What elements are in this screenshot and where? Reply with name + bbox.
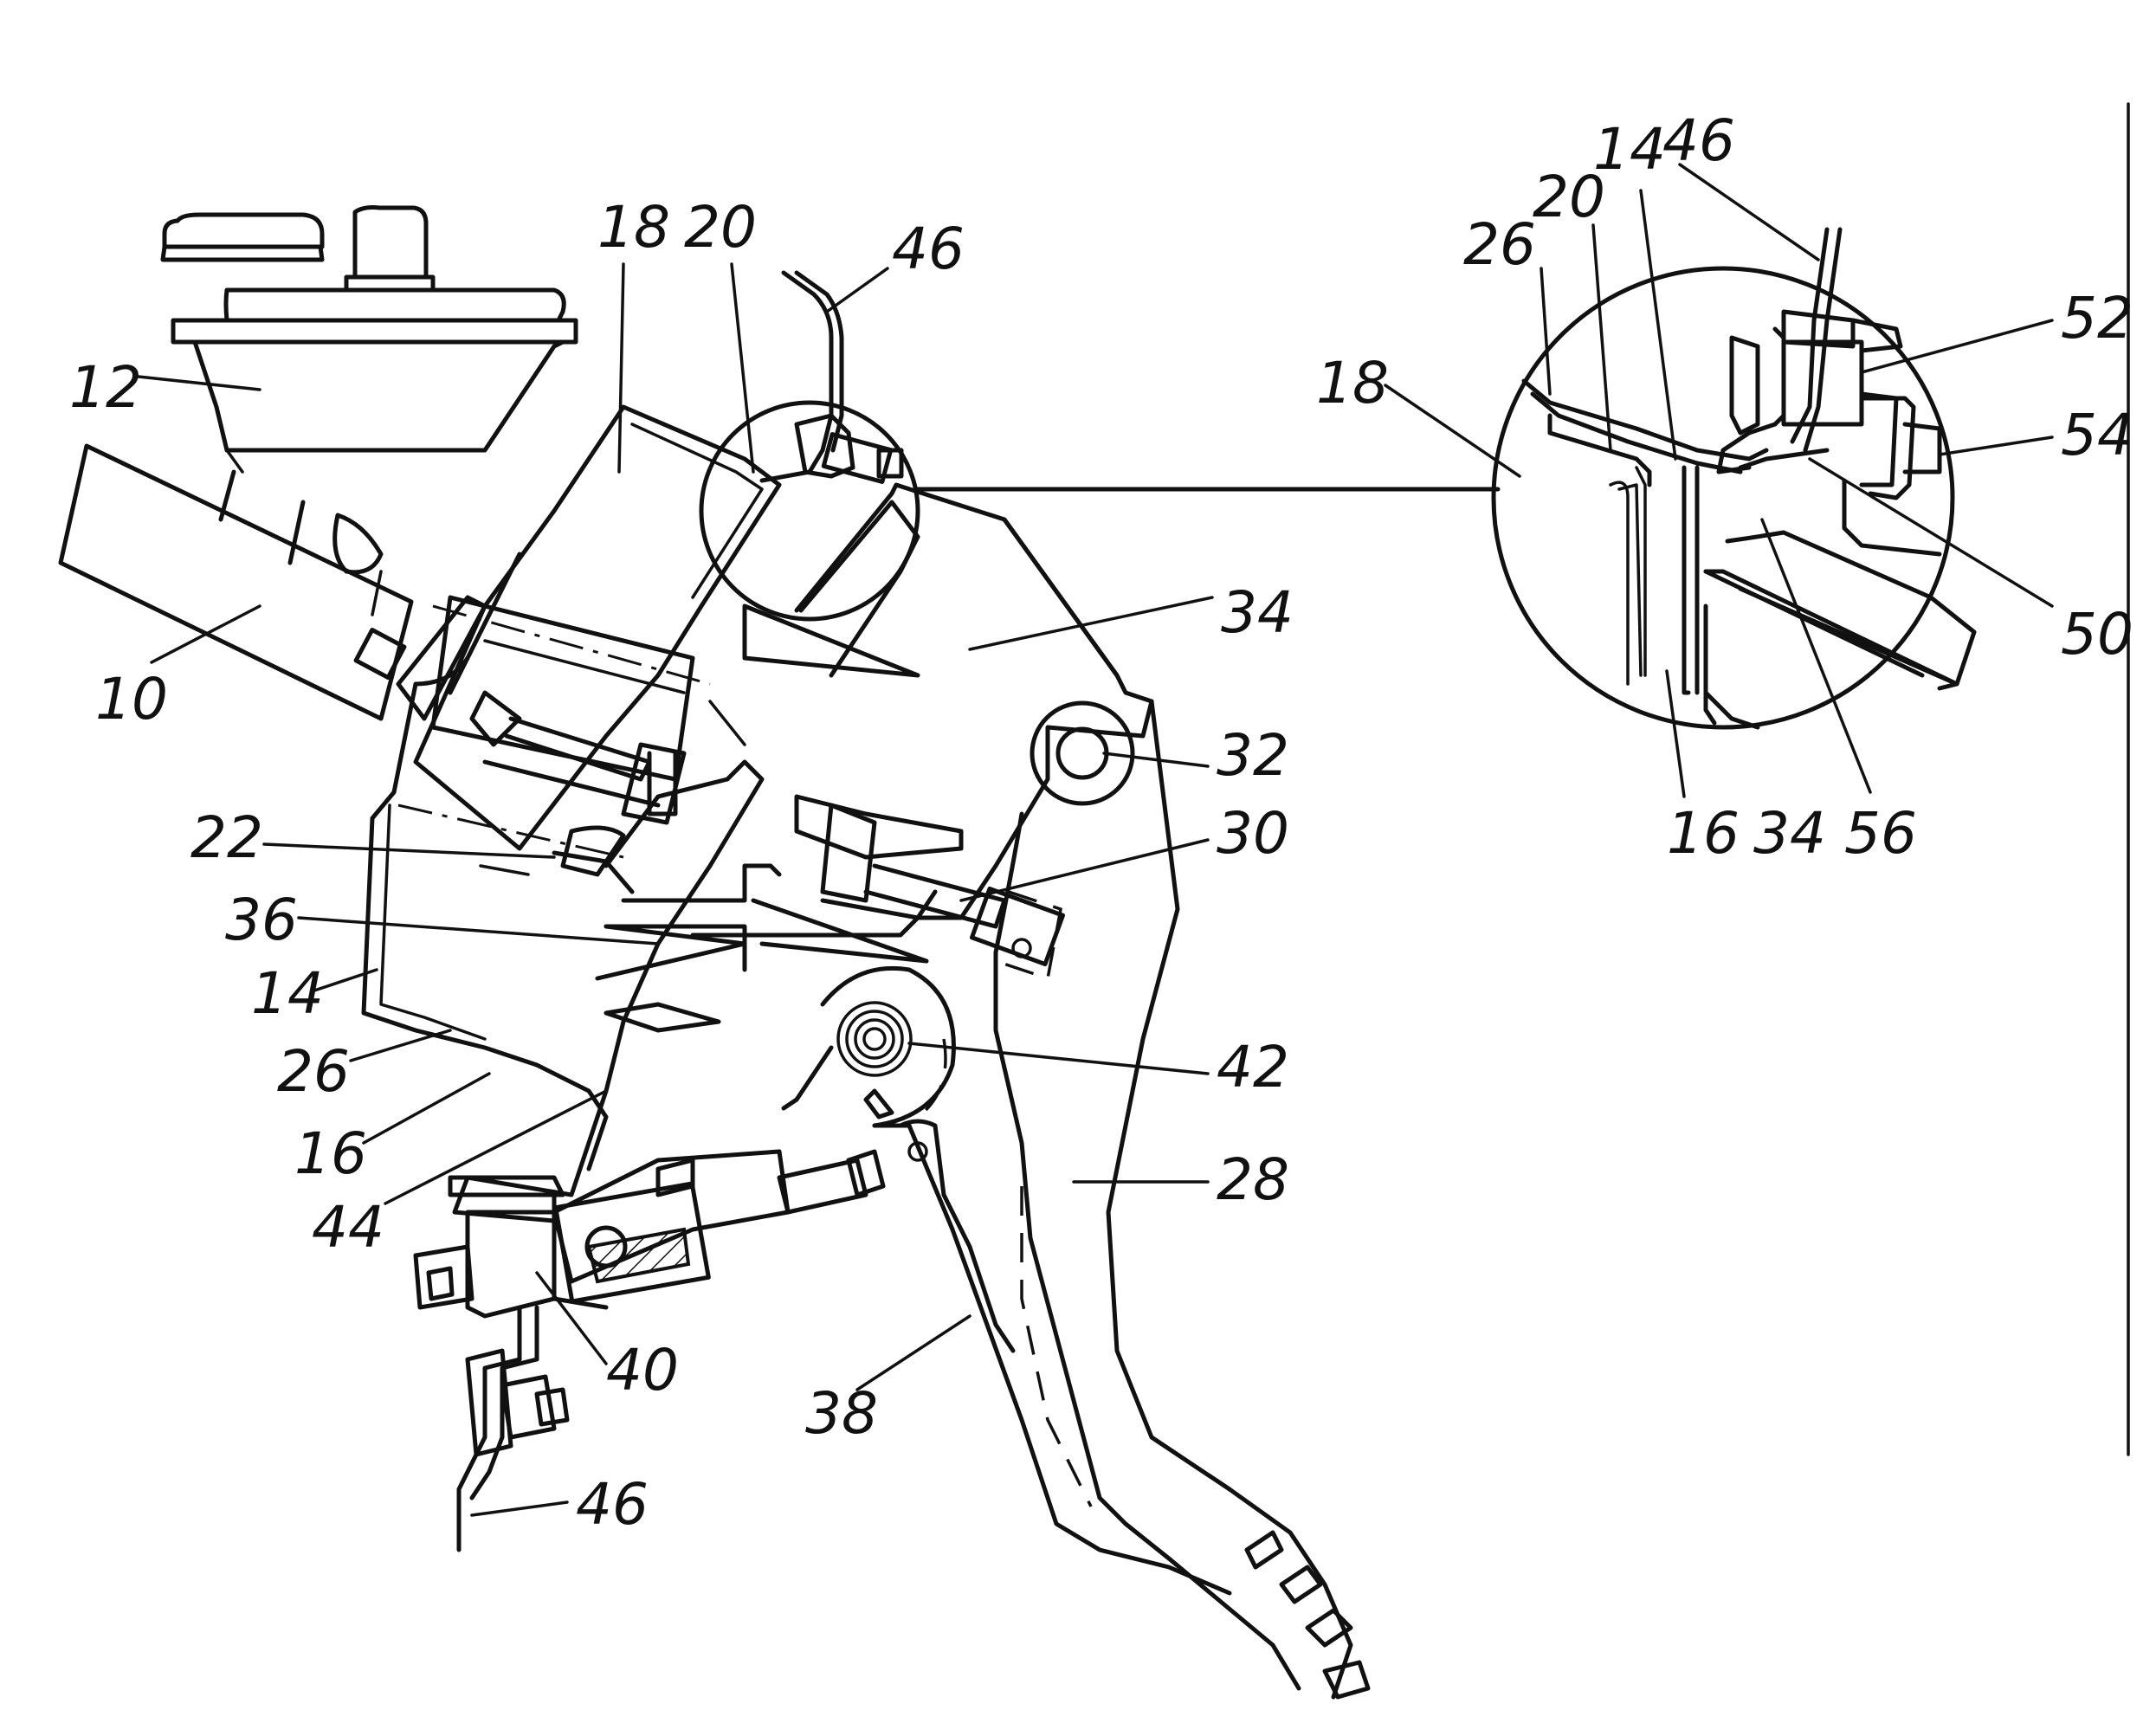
pivot-bushing: [1030, 700, 1135, 806]
numeral-12: 12: [69, 354, 142, 421]
numeral-32: 32: [1217, 722, 1289, 789]
numeral-10: 10: [95, 666, 168, 732]
detail-numeral-54: 54: [2061, 402, 2133, 468]
numeral-34: 34: [1221, 579, 1294, 646]
numeral-44: 44: [312, 1194, 384, 1261]
detail-numeral-46: 46: [1662, 107, 1735, 174]
pedal-arm-38: [872, 1119, 1232, 1596]
pedal-arm-28: [993, 517, 1371, 1700]
mount-bracket-top: [759, 270, 904, 484]
mounting-bolt-30: [794, 794, 1066, 981]
numeral-16: 16: [294, 1120, 367, 1187]
detail-numeral-18: 18: [1316, 350, 1389, 416]
master-cylinder: [58, 443, 414, 721]
detail-callout-circle: [699, 400, 920, 622]
pedal-box-housing: [361, 404, 782, 1223]
booster-internals: [396, 595, 765, 1094]
wedge-fins: [595, 603, 929, 1033]
slave-cylinder-40: [413, 1149, 886, 1319]
numeral-46-top: 46: [892, 216, 965, 282]
detail-numeral-34: 34: [1753, 800, 1826, 867]
numeral-28: 28: [1217, 1146, 1289, 1213]
reservoir: [160, 205, 578, 474]
numeral-22: 22: [190, 804, 263, 871]
numeral-30: 30: [1217, 800, 1289, 867]
numeral-46-bottom: 46: [576, 1471, 649, 1538]
detail-numeral-50: 50: [2061, 601, 2133, 668]
numeral-42: 42: [1217, 1034, 1289, 1100]
detail-numeral-16: 16: [1667, 800, 1740, 867]
detail-numeral-56: 56: [1844, 800, 1917, 867]
detail-numeral-20: 20: [1533, 164, 1605, 230]
numeral-26: 26: [277, 1038, 350, 1105]
detail-inset: 26 20 14 46 18 52 54 50 16 34 56: [1316, 107, 2133, 867]
numeral-14: 14: [251, 960, 324, 1027]
detail-circle: [1491, 266, 1955, 730]
detail-numeral-14: 14: [1593, 116, 1666, 183]
numeral-36: 36: [225, 887, 298, 953]
return-spring-42: [781, 965, 956, 1128]
pivot-pin: [1055, 726, 1109, 780]
numeral-38: 38: [805, 1380, 878, 1447]
detail-numeral-52: 52: [2061, 285, 2133, 352]
main-numerals: 12 10 18 20 46 34 32 30 22 36 14 26: [69, 194, 1294, 1538]
mount-bracket-bottom: [456, 1305, 570, 1552]
numeral-40: 40: [606, 1337, 679, 1404]
detail-numeral-26: 26: [1463, 211, 1536, 278]
numeral-20: 20: [684, 194, 757, 261]
numeral-18: 18: [597, 194, 670, 261]
main-view: 12 10 18 20 46 34 32 30 22 36 14 26: [58, 194, 1501, 1700]
